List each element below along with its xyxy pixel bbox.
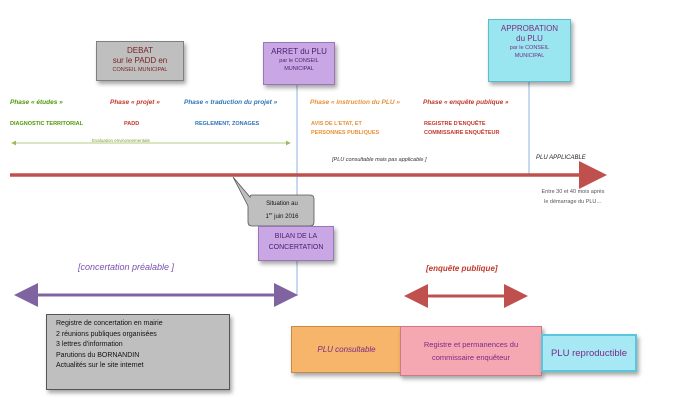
concertation-actions-box: Registre de concertation en mairie 2 réu… [46,314,230,390]
phase-instruction-detail-1: AVIS DE L'ETAT, ET [311,121,362,127]
concertation-action-item: 3 lettres d'information [56,341,123,348]
debat-council: CONSEIL MUNICIPAL [112,67,168,73]
plu-applicable-label: PLU APPLICABLE [536,155,586,161]
env-evaluation-label: Evaluation environnementale [92,138,151,143]
concertation-action-item: Actualités sur le site internet [56,362,144,369]
phase-traduction-detail: REGLEMENT, ZONAGES [195,121,260,127]
phase-etudes-detail: DIAGNOSTIC TERRITORIAL [10,121,83,127]
approbation-sub1: par le CONSEIL [509,45,550,51]
approbation-sub2: MUNICIPAL [514,53,545,59]
situation-callout [232,176,315,227]
permanences-line-2: commissaire enquêteur [432,353,510,362]
plu-consultable-box: PLU consultable [291,326,402,373]
approbation-plu-box: APPROBATION du PLU par le CONSEIL MUNICI… [488,19,571,82]
phase-instruction: Phase « instruction du PLU » [310,99,400,106]
phase-instruction-detail-2: PERSONNES PUBLIQUES [311,130,380,136]
arret-sub1: par le CONSEIL [279,58,319,64]
plu-reproductible-box: PLU reproductible [541,334,637,372]
delay-note-line-1: Entre 30 et 40 mois après [541,189,605,195]
callout-line-1: Situation au [266,201,298,207]
phase-enquete: Phase « enquête publique » [423,99,509,106]
callout-day-suffix: er [268,211,273,216]
situation-callout-text: Situation au 1er juin 2016 [251,199,313,222]
bilan-concertation-box: BILAN DE LA CONCERTATION [258,226,334,261]
phase-projet-detail: PADD [124,121,140,127]
bilan-line-2: CONCERTATION [268,244,324,251]
concertation-prealable-label: [concertation préalable ] [78,262,175,272]
arret-sub2: MUNICIPAL [284,66,314,72]
callout-line-2: 1er juin 2016 [251,209,313,222]
bilan-line-1: BILAN DE LA [274,233,318,240]
concertation-action-item: Registre de concertation en mairie [56,320,163,327]
phase-projet: Phase « projet » [110,99,160,106]
arret-plu-box: ARRET du PLU par le CONSEIL MUNICIPAL [263,42,335,85]
phase-enquete-detail-1: REGISTRE D'ENQUÊTE [424,121,486,127]
approbation-title: APPROBATION [500,24,559,33]
delay-note: Entre 30 et 40 mois après le démarrage d… [518,187,628,207]
delay-note-line-2: le démarrage du PLU… [544,199,602,205]
callout-day: 1 [265,214,269,220]
debat-padd-box: DEBAT sur le PADD en CONSEIL MUNICIPAL [96,41,184,81]
arret-title: ARRET du PLU [271,47,327,56]
plu-consultable-label: [PLU consultable mais pas applicable ] [332,157,427,163]
concertation-action-item: Parutions du BORNANDIN [56,351,140,359]
phase-etudes: Phase « études » [10,99,63,106]
callout-date-rest: juin 2016 [272,214,299,220]
phase-traduction: Phase « traduction du projet » [184,99,278,106]
enquete-publique-label: [enquête publique] [426,264,498,273]
debat-subtitle: sur le PADD en [112,56,168,65]
phase-enquete-detail-2: COMMISSAIRE ENQUÊTEUR [424,130,500,136]
approbation-subtitle: du PLU [516,34,543,43]
permanences-line-1: Registre et permanences du [423,340,519,349]
registre-permanences-box: Registre et permanences du commissaire e… [400,326,542,376]
concertation-action-item: 2 réunions publiques organisées [56,330,157,338]
debat-title: DEBAT [126,46,154,55]
